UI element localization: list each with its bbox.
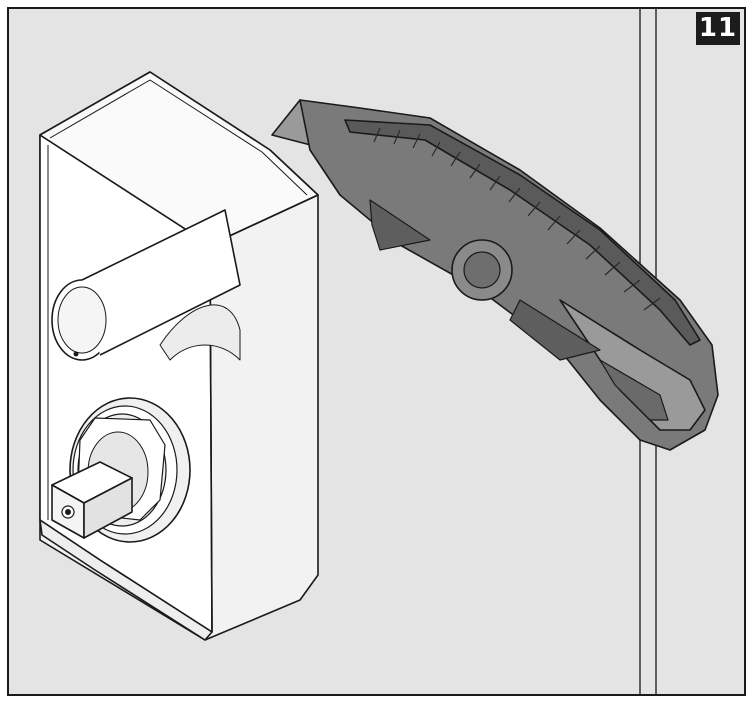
lock-housing-icon (39, 71, 319, 641)
step-number-badge: 11 (696, 12, 740, 45)
utility-knife-icon (271, 99, 719, 451)
